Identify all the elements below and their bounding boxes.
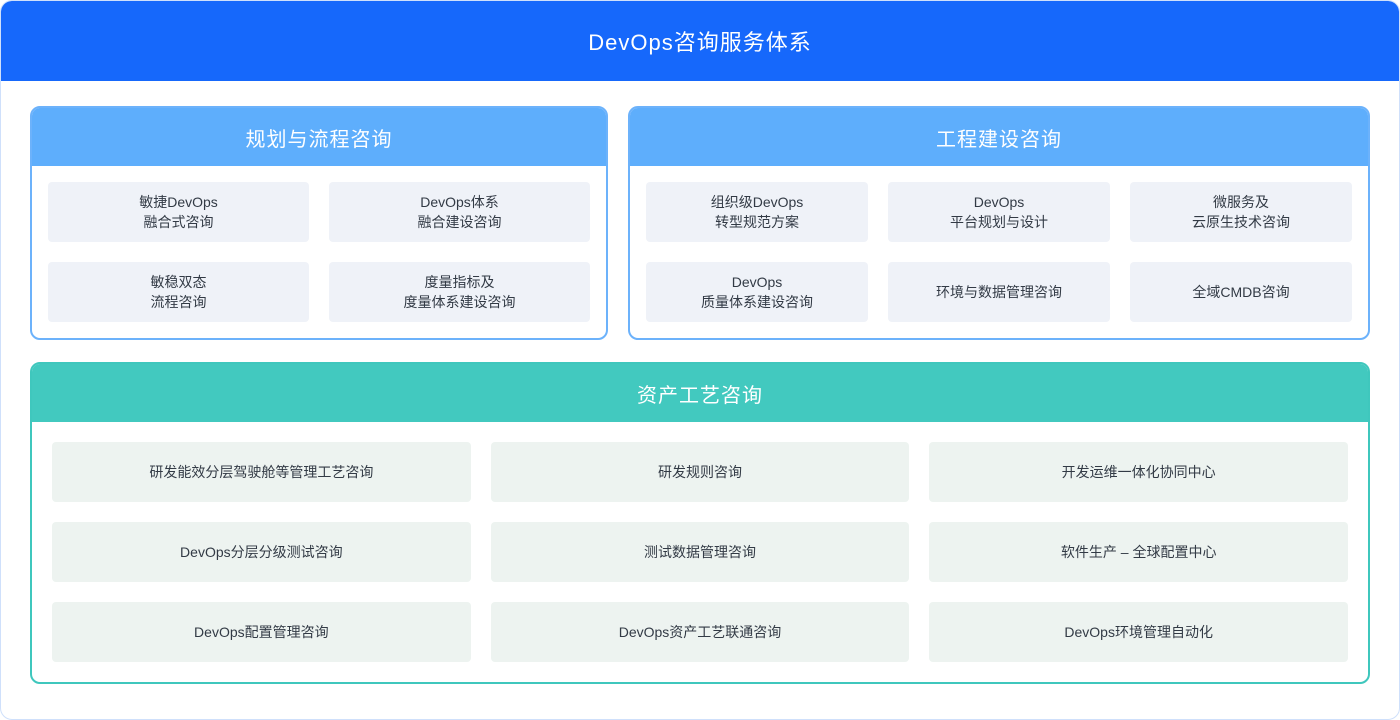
panel-assets-header: 资产工艺咨询 bbox=[32, 364, 1368, 422]
service-card[interactable]: DevOps 平台规划与设计 bbox=[888, 182, 1110, 242]
panel-planning-header: 规划与流程咨询 bbox=[32, 108, 606, 166]
panel-engineering-header: 工程建设咨询 bbox=[630, 108, 1368, 166]
panel-assets: 资产工艺咨询 研发能效分层驾驶舱等管理工艺咨询 研发规则咨询 开发运维一体化协同… bbox=[30, 362, 1370, 684]
panel-planning-title: 规划与流程咨询 bbox=[245, 128, 393, 151]
service-card[interactable]: DevOps资产工艺联通咨询 bbox=[490, 602, 910, 662]
top-panels-row: 规划与流程咨询 敏捷DevOps 融合式咨询 DevOps体系 融合建设咨询 敏… bbox=[30, 106, 1370, 340]
card-row: DevOps 质量体系建设咨询 环境与数据管理咨询 全域CMDB咨询 bbox=[646, 262, 1352, 322]
service-card[interactable]: DevOps配置管理咨询 bbox=[52, 602, 471, 662]
card-row: 敏稳双态 流程咨询 度量指标及 度量体系建设咨询 bbox=[48, 262, 590, 322]
service-card[interactable]: 微服务及 云原生技术咨询 bbox=[1130, 182, 1352, 242]
service-card[interactable]: DevOps分层分级测试咨询 bbox=[52, 522, 471, 582]
card-row: 研发能效分层驾驶舱等管理工艺咨询 研发规则咨询 开发运维一体化协同中心 bbox=[52, 442, 1349, 502]
panel-planning: 规划与流程咨询 敏捷DevOps 融合式咨询 DevOps体系 融合建设咨询 敏… bbox=[30, 106, 608, 340]
panel-engineering-title: 工程建设咨询 bbox=[936, 128, 1062, 151]
panel-assets-title: 资产工艺咨询 bbox=[637, 384, 763, 407]
board: 规划与流程咨询 敏捷DevOps 融合式咨询 DevOps体系 融合建设咨询 敏… bbox=[1, 81, 1399, 684]
service-card[interactable]: 测试数据管理咨询 bbox=[490, 522, 910, 582]
service-card[interactable]: 敏稳双态 流程咨询 bbox=[48, 262, 309, 322]
service-card[interactable]: 全域CMDB咨询 bbox=[1130, 262, 1352, 322]
service-card[interactable]: 环境与数据管理咨询 bbox=[888, 262, 1110, 322]
panel-planning-body: 敏捷DevOps 融合式咨询 DevOps体系 融合建设咨询 敏稳双态 流程咨询… bbox=[32, 166, 606, 338]
page-title: DevOps咨询服务体系 bbox=[588, 30, 812, 55]
panel-assets-body: 研发能效分层驾驶舱等管理工艺咨询 研发规则咨询 开发运维一体化协同中心 DevO… bbox=[32, 422, 1368, 682]
service-card[interactable]: 研发能效分层驾驶舱等管理工艺咨询 bbox=[52, 442, 471, 502]
panel-engineering: 工程建设咨询 组织级DevOps 转型规范方案 DevOps 平台规划与设计 微… bbox=[628, 106, 1370, 340]
service-card[interactable]: 开发运维一体化协同中心 bbox=[929, 442, 1349, 502]
service-card[interactable]: DevOps体系 融合建设咨询 bbox=[329, 182, 590, 242]
service-card[interactable]: DevOps环境管理自动化 bbox=[929, 602, 1349, 662]
card-row: DevOps分层分级测试咨询 测试数据管理咨询 软件生产 – 全球配置中心 bbox=[52, 522, 1349, 582]
service-card[interactable]: 软件生产 – 全球配置中心 bbox=[929, 522, 1349, 582]
service-card[interactable]: 度量指标及 度量体系建设咨询 bbox=[329, 262, 590, 322]
service-card[interactable]: 研发规则咨询 bbox=[490, 442, 910, 502]
service-card[interactable]: 组织级DevOps 转型规范方案 bbox=[646, 182, 868, 242]
card-row: DevOps配置管理咨询 DevOps资产工艺联通咨询 DevOps环境管理自动… bbox=[52, 602, 1349, 662]
service-card[interactable]: DevOps 质量体系建设咨询 bbox=[646, 262, 868, 322]
panel-engineering-body: 组织级DevOps 转型规范方案 DevOps 平台规划与设计 微服务及 云原生… bbox=[630, 166, 1368, 338]
page-banner: DevOps咨询服务体系 bbox=[1, 1, 1399, 81]
service-card[interactable]: 敏捷DevOps 融合式咨询 bbox=[48, 182, 309, 242]
card-row: 敏捷DevOps 融合式咨询 DevOps体系 融合建设咨询 bbox=[48, 182, 590, 242]
card-row: 组织级DevOps 转型规范方案 DevOps 平台规划与设计 微服务及 云原生… bbox=[646, 182, 1352, 242]
